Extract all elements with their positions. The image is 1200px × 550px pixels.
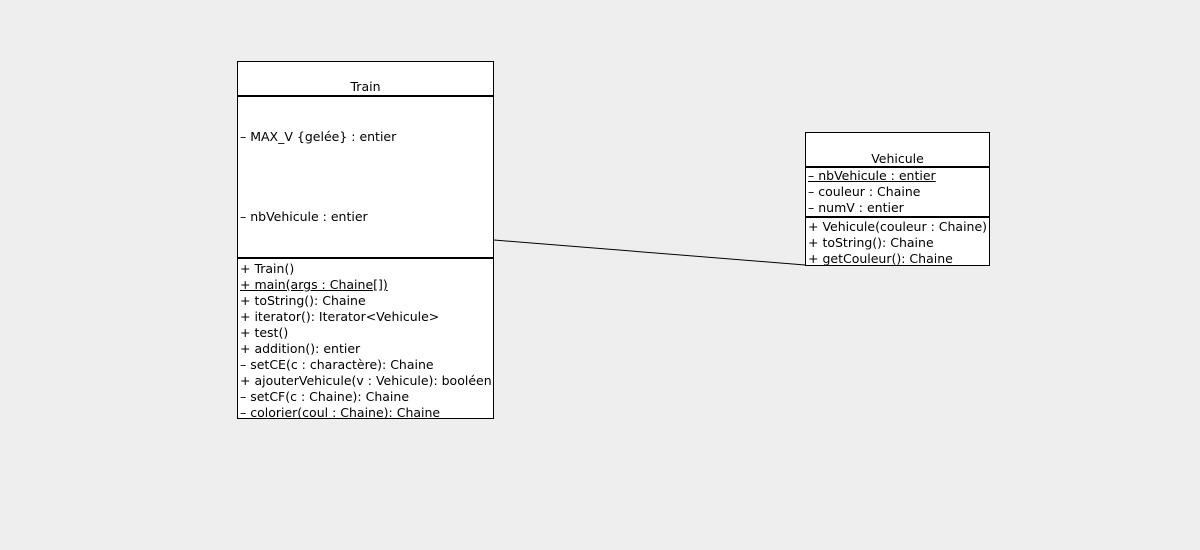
class-train-name: Train: [350, 79, 381, 94]
class-train-methods: + Train()+ main(args : Chaine[]) + toStr…: [238, 257, 493, 421]
train-method-5[interactable]: + addition(): entier: [240, 341, 361, 356]
vehicule-method-2[interactable]: + getCouleur(): Chaine: [808, 251, 953, 266]
class-vehicule-attributes: – nbVehicule : entier – couleur : Chaine…: [806, 166, 989, 216]
vehicule-method-0[interactable]: + Vehicule(couleur : Chaine): [808, 219, 988, 234]
train-method-7[interactable]: + ajouterVehicule(v : Vehicule): booléen: [240, 373, 492, 388]
vehicule-attribute-0[interactable]: – nbVehicule : entier: [808, 168, 936, 183]
train-vehicule-association[interactable]: [493, 239, 806, 266]
class-train-attributes: – MAX_V {gelée} : entier – nbVehicule : …: [238, 95, 493, 257]
train-method-2[interactable]: + toString(): Chaine: [240, 293, 366, 308]
class-vehicule-name: Vehicule: [871, 151, 924, 166]
train-method-3[interactable]: + iterator(): Iterator<Vehicule>: [240, 309, 440, 324]
class-vehicule-header: Vehicule: [806, 133, 989, 166]
train-attribute-max-v[interactable]: – MAX_V {gelée} : entier: [240, 129, 397, 144]
class-train-header: Train: [238, 62, 493, 95]
train-method-6[interactable]: – setCE(c : charactère): Chaine: [240, 357, 434, 372]
train-method-8[interactable]: – setCF(c : Chaine): Chaine: [240, 389, 410, 404]
train-method-1[interactable]: + main(args : Chaine[]): [240, 277, 388, 292]
vehicule-attribute-1[interactable]: – couleur : Chaine: [808, 184, 921, 199]
train-method-4[interactable]: + test(): [240, 325, 289, 340]
vehicule-attribute-2[interactable]: – numV : entier: [808, 200, 904, 215]
class-vehicule[interactable]: Vehicule – nbVehicule : entier – couleur…: [805, 132, 990, 266]
vehicule-method-1[interactable]: + toString(): Chaine: [808, 235, 934, 250]
train-method-0[interactable]: + Train(): [240, 261, 295, 276]
class-train[interactable]: Train – MAX_V {gelée} : entier – nbVehic…: [237, 61, 494, 421]
train-attribute-nbvehicule[interactable]: – nbVehicule : entier: [240, 209, 368, 224]
class-vehicule-methods: + Vehicule(couleur : Chaine)+ toString()…: [806, 216, 989, 267]
train-method-9[interactable]: – colorier(coul : Chaine): Chaine: [240, 405, 441, 420]
